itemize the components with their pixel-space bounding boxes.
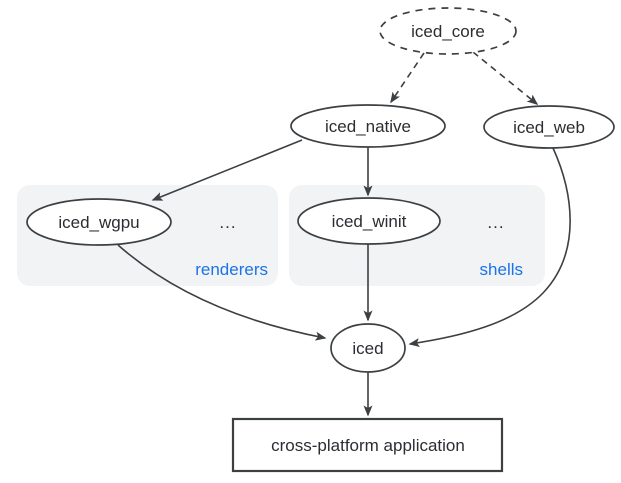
- node-iced-core-shape: [379, 7, 517, 55]
- node-iced-native-label: iced_native: [325, 117, 411, 136]
- node-iced-web-label: iced_web: [513, 118, 585, 137]
- edge-iced-native-to-iced-wgpu: [151, 139, 303, 201]
- shells-ellipsis: ...: [487, 213, 504, 232]
- edge-iced-web-to-iced: [408, 147, 571, 348]
- node-iced-wgpu-label: iced_wgpu: [58, 213, 139, 232]
- node-application: cross-platform application: [231, 417, 504, 473]
- node-iced-shape: [330, 323, 406, 373]
- node-iced-core: iced_core: [379, 7, 517, 55]
- node-application-label: cross-platform application: [271, 436, 465, 455]
- node-iced: iced: [330, 323, 406, 373]
- group-renderers-label: renderers: [195, 260, 268, 279]
- node-application-shape: [231, 417, 504, 473]
- node-iced-wgpu: iced_wgpu: [26, 198, 172, 246]
- node-iced-label: iced: [352, 339, 383, 358]
- group-shells-label: shells: [480, 260, 523, 279]
- node-iced-winit-shape: [297, 197, 441, 245]
- node-iced-native: iced_native: [290, 104, 446, 148]
- renderers-ellipsis: ...: [219, 213, 236, 232]
- node-iced-web-shape: [483, 105, 615, 149]
- node-iced-winit: iced_winit: [297, 197, 441, 245]
- node-iced-native-shape: [290, 104, 446, 148]
- edge-iced-core-to-iced-web: [472, 51, 539, 105]
- node-iced-core-label: iced_core: [411, 22, 485, 41]
- edge-iced-wgpu-to-iced: [117, 244, 327, 341]
- node-iced-wgpu-shape: [26, 198, 172, 246]
- node-iced-winit-label: iced_winit: [332, 212, 407, 231]
- edge-iced-core-to-iced-native: [390, 52, 425, 104]
- node-iced-web: iced_web: [483, 105, 615, 149]
